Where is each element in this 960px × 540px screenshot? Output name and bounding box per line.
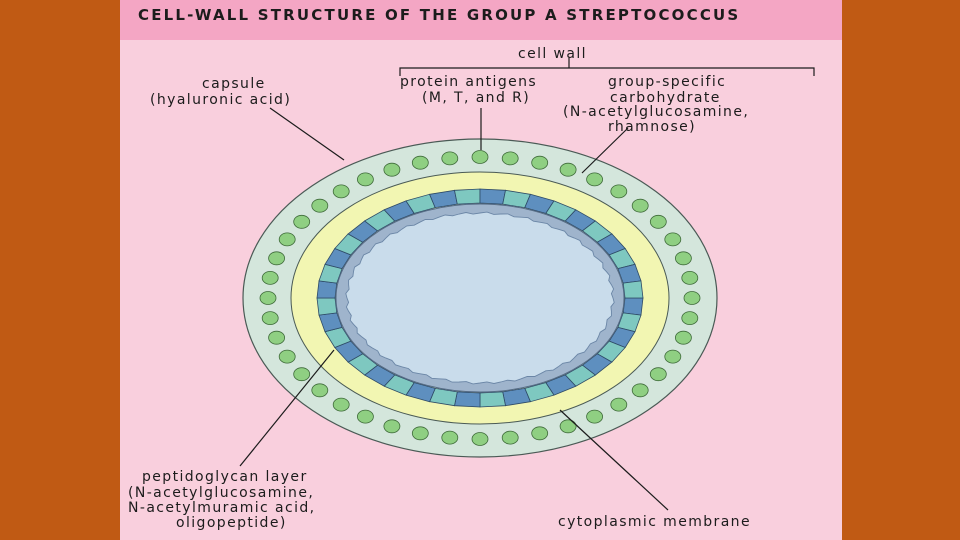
protein-antigen-dot (268, 330, 286, 345)
protein-antigen-dot (664, 349, 682, 364)
protein-antigens-sublabel: (M, T, and R) (422, 90, 531, 106)
diagram-title: CELL-WALL STRUCTURE OF THE GROUP A STREP… (138, 6, 741, 24)
group-carbohydrate-label-4: rhamnose) (608, 119, 697, 135)
peptidoglycan-segment (479, 188, 506, 205)
peptidoglycan-segment (316, 280, 338, 299)
group-carbohydrate-label: group-specific (608, 74, 727, 90)
protein-antigen-dot (675, 330, 692, 345)
protein-antigen-dot (559, 162, 577, 177)
protein-antigen-dot (268, 251, 286, 266)
protein-antigen-dot (411, 426, 429, 441)
protein-antigen-dot (531, 426, 549, 441)
peptidoglycan-leader (239, 349, 335, 467)
protein-antigen-dot (278, 232, 296, 247)
protein-antigens-label: protein antigens (400, 74, 538, 90)
protein-antigen-dot (441, 151, 459, 166)
cytoplasm (345, 211, 615, 385)
protein-antigen-dot (311, 198, 329, 213)
protein-antigen-dot (471, 432, 489, 446)
protein-antigen-dot (586, 409, 604, 424)
cell-wall-diagram (239, 58, 815, 511)
leader-lines (239, 58, 815, 511)
protein-antigen-dot (356, 409, 374, 424)
protein-antigen-dot (293, 367, 311, 382)
peptidoglycan-segment (454, 188, 481, 205)
peptidoglycan-segment (479, 391, 506, 408)
peptidoglycan-label-4: oligopeptide) (176, 515, 287, 531)
protein-antigen-dot (471, 150, 489, 164)
capsule-label: capsule (202, 76, 266, 92)
peptidoglycan-segment (622, 280, 644, 299)
protein-antigen-dot (501, 151, 519, 166)
protein-antigen-dot (441, 430, 459, 445)
peptidoglycan-segment (622, 297, 644, 316)
protein-antigen-dot (649, 367, 667, 382)
capsule-sublabel: (hyaluronic acid) (150, 92, 292, 108)
protein-antigen-dot (559, 419, 577, 434)
cytoplasmic-membrane-label: cytoplasmic membrane (558, 514, 751, 530)
carbohydrate-leader (581, 127, 629, 174)
protein-antigen-dot (631, 198, 649, 213)
protein-antigen-dot (259, 291, 277, 305)
group-carbohydrate-label-3: (N-acetylglucosamine, (563, 104, 750, 120)
cell-wall-label: cell wall (518, 46, 587, 62)
protein-antigen-dot (610, 397, 628, 412)
protein-antigen-dot (681, 270, 699, 285)
protein-antigen-dot (332, 184, 350, 199)
peptidoglycan-label: peptidoglycan layer (142, 469, 308, 485)
protein-antigen-dot (261, 311, 279, 326)
protein-antigen-dot (501, 430, 519, 445)
peptidoglycan-label-2: (N-acetylglucosamine, (128, 485, 315, 501)
protein-antigen-dot (332, 397, 350, 412)
protein-antigen-dot (675, 251, 692, 266)
protein-antigen-dot (311, 383, 329, 398)
protein-antigen-dot (586, 172, 604, 187)
membrane-leader (559, 409, 669, 511)
protein-antigen-dot (293, 214, 311, 229)
cell-rings (242, 138, 718, 458)
peptidoglycan-label-3: N-acetylmuramic acid, (128, 500, 316, 516)
capsule-leader (269, 107, 345, 161)
protein-antigen-dot (649, 214, 667, 229)
protein-antigen-dot (383, 162, 401, 177)
slide: CELL-WALL STRUCTURE OF THE GROUP A STREP… (120, 0, 842, 540)
protein-antigen-dot (631, 383, 649, 398)
protein-antigen-dot (278, 349, 296, 364)
protein-antigen-dot (664, 232, 682, 247)
protein-antigen-dot (383, 419, 401, 434)
peptidoglycan-segment (316, 297, 338, 316)
protein-antigen-dot (531, 155, 549, 170)
group-carbohydrate-label-2: carbohydrate (610, 90, 721, 106)
protein-antigen-dot (683, 291, 701, 305)
protein-antigen-dot (261, 270, 279, 285)
protein-antigen-dot (356, 172, 374, 187)
title-bar: CELL-WALL STRUCTURE OF THE GROUP A STREP… (120, 0, 842, 40)
cell-wall-bracket (399, 67, 815, 76)
protein-antigen-dot (610, 184, 628, 199)
protein-antigen-dot (411, 155, 429, 170)
protein-antigen-dot (681, 311, 699, 326)
peptidoglycan-segment (454, 391, 481, 408)
